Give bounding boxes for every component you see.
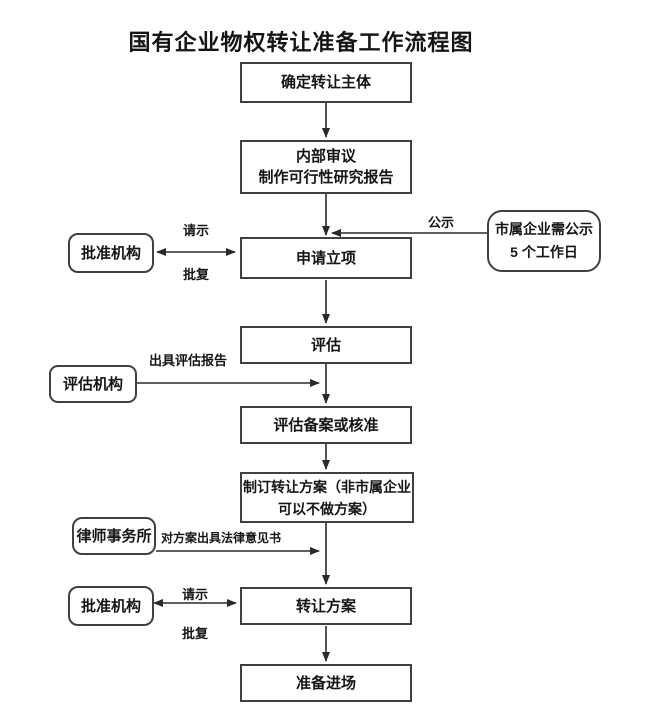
step-evaluation-record: 评估备案或核准 [240, 406, 412, 444]
step-label: 准备进场 [295, 674, 356, 692]
step-label: 转让方案 [295, 597, 356, 615]
step-label-line1: 内部审议 [295, 148, 356, 165]
step-transfer-plan: 转让方案 [240, 587, 412, 625]
step-determine-subject: 确定转让主体 [240, 62, 412, 103]
entity-approval-org-top: 批准机构 [68, 233, 154, 273]
step-prepare-entry: 准备进场 [240, 664, 412, 702]
entity-label-line1: 市属企业需公示 [495, 221, 593, 237]
entity-law-firm: 律师事务所 [72, 517, 156, 555]
step-label: 申请立项 [295, 249, 356, 267]
entity-municipal-notice: 市属企业需公示 5 个工作日 [487, 210, 601, 272]
entity-evaluation-org: 评估机构 [49, 365, 137, 403]
step-label: 评估 [310, 336, 341, 354]
edge-label-issue-eval-report: 出具评估报告 [148, 353, 228, 368]
edge-label-reply-bottom: 批复 [181, 626, 209, 641]
entity-label-line2: 5 个工作日 [510, 244, 578, 260]
entity-label: 批准机构 [80, 597, 141, 615]
step-label-line2: 制作可行性研究报告 [258, 169, 394, 186]
edge-label-reply-top: 批复 [182, 267, 210, 282]
step-label-line1: 制订转让方案（非市属企业 [243, 478, 411, 495]
entity-label: 批准机构 [80, 244, 141, 262]
step-apply-project: 申请立项 [240, 237, 412, 279]
entity-label: 律师事务所 [76, 527, 152, 545]
step-evaluate: 评估 [240, 326, 412, 364]
step-internal-review: 内部审议 制作可行性研究报告 [240, 140, 412, 194]
edge-label-legal-opinion: 对方案出具法律意见书 [160, 531, 282, 545]
step-label-line2: 可以不做方案） [278, 500, 376, 517]
step-draft-plan: 制订转让方案（非市属企业 可以不做方案） [240, 472, 414, 523]
step-label: 评估备案或核准 [273, 416, 379, 434]
edge-label-public-notice: 公示 [427, 215, 455, 230]
entity-approval-org-bottom: 批准机构 [68, 586, 154, 626]
edge-label-request-top: 请示 [182, 223, 210, 238]
step-label: 确定转让主体 [280, 74, 371, 91]
edge-label-request-bottom: 请示 [181, 587, 209, 602]
page-title: 国有企业物权转让准备工作流程图 [128, 30, 474, 55]
entity-label: 评估机构 [62, 375, 123, 393]
